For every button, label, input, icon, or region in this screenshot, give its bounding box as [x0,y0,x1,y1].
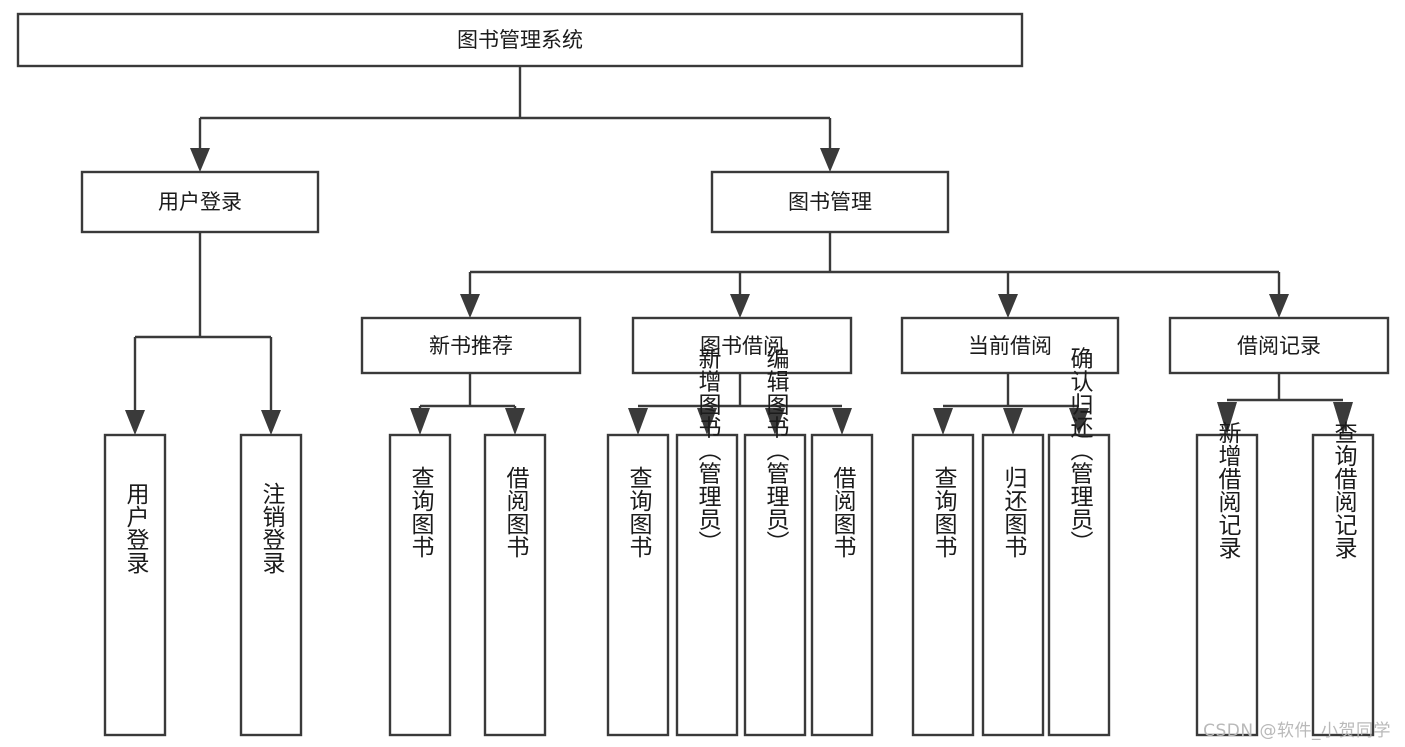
arrow-to-book-manage [820,148,840,172]
node-root[interactable]: 图书管理系统 [16,12,1024,68]
leaf-user-login-2-label: 注销登录 [258,482,286,574]
node-book-manage-label: 图书管理 [788,190,872,214]
arrow-borrow-record-leaf1 [1217,402,1237,435]
leaf-user-login-2-box[interactable] [239,433,303,737]
arrow-to-book-borrow [730,294,750,318]
leaf-book-borrow-1[interactable]: 查询图书 [606,433,670,737]
leaf-current-borrow-3[interactable]: 确认归还（管理员） [1047,347,1111,737]
leaf-borrow-record-2-box[interactable] [1311,433,1375,737]
arrow-new-book-leaf1 [410,408,430,435]
node-book-borrow[interactable]: 图书借阅 [631,316,853,375]
node-user-login-box[interactable] [80,170,320,234]
node-user-login-label: 用户登录 [158,190,242,214]
node-current-borrow-box[interactable] [900,316,1120,375]
node-new-book-recommend-label: 新书推荐 [429,334,513,358]
leaf-book-borrow-3[interactable]: 编辑图书（管理员） [743,347,807,737]
node-new-book-recommend-box[interactable] [360,316,582,375]
arrow-current-borrow-leaf2 [1003,408,1023,435]
arrow-user-login-leaf1 [125,410,145,435]
leaf-current-borrow-1-box[interactable] [911,433,975,737]
node-borrow-record[interactable]: 借阅记录 [1168,316,1390,375]
leaf-book-borrow-4-label: 借阅图书 [829,466,857,558]
arrow-to-borrow-record [1269,294,1289,318]
arrow-to-new-book [460,294,480,318]
connector-layer [125,66,1353,435]
leaf-book-borrow-1-label: 查询图书 [625,466,653,558]
node-borrow-record-label: 借阅记录 [1237,334,1321,358]
leaf-borrow-record-1[interactable]: 新增借阅记录 [1195,421,1259,737]
leaf-user-login-1[interactable]: 用户登录 [103,433,167,737]
leaf-user-login-1-label: 用户登录 [122,482,150,574]
arrow-current-borrow-leaf1 [933,408,953,435]
leaf-current-borrow-2[interactable]: 归还图书 [981,433,1045,737]
leaf-user-login-2[interactable]: 注销登录 [239,433,303,737]
leaf-book-borrow-1-box[interactable] [606,433,670,737]
leaf-book-borrow-4-box[interactable] [810,433,874,737]
arrow-book-borrow-leaf4 [832,408,852,435]
arrow-new-book-leaf2 [505,408,525,435]
leaf-book-borrow-4[interactable]: 借阅图书 [810,433,874,737]
arrow-book-borrow-leaf3 [765,408,785,435]
leaf-user-login-1-box[interactable] [103,433,167,737]
node-root-label: 图书管理系统 [457,28,583,52]
leaf-borrow-record-2[interactable]: 查询借阅记录 [1311,421,1375,737]
arrow-to-current-borrow [998,294,1018,318]
arrow-to-user-login [190,148,210,172]
leaf-book-borrow-3-box[interactable] [743,433,807,737]
leaf-borrow-record-2-label: 查询借阅记录 [1330,421,1358,559]
node-book-manage[interactable]: 图书管理 [710,170,950,234]
leaf-borrow-record-1-label: 新增借阅记录 [1214,421,1242,559]
leaf-book-borrow-3-label: 编辑图书（管理员） [762,347,790,554]
leaf-new-book-2[interactable]: 借阅图书 [483,433,547,737]
leaf-current-borrow-1-label: 查询图书 [930,466,958,558]
node-root-box[interactable] [16,12,1024,68]
node-current-borrow-label: 当前借阅 [968,334,1052,358]
leaf-current-borrow-2-label: 归还图书 [1000,466,1028,558]
arrow-book-borrow-leaf2 [697,408,717,435]
node-current-borrow[interactable]: 当前借阅 [900,316,1120,375]
arrow-book-borrow-leaf1 [628,408,648,435]
node-borrow-record-box[interactable] [1168,316,1390,375]
leaf-current-borrow-3-label: 确认归还（管理员） [1066,347,1094,554]
node-user-login[interactable]: 用户登录 [80,170,320,234]
leaf-current-borrow-3-box[interactable] [1047,433,1111,737]
leaf-new-book-1[interactable]: 查询图书 [388,433,452,737]
leaf-book-borrow-2[interactable]: 新增图书（管理员） [675,347,739,737]
leaf-new-book-1-label: 查询图书 [407,466,435,558]
node-book-borrow-label: 图书借阅 [700,334,784,358]
node-book-manage-box[interactable] [710,170,950,234]
leaf-current-borrow-2-box[interactable] [981,433,1045,737]
leaf-new-book-1-box[interactable] [388,433,452,737]
node-book-borrow-box[interactable] [631,316,853,375]
node-new-book-recommend[interactable]: 新书推荐 [360,316,582,375]
leaf-book-borrow-2-label: 新增图书（管理员） [694,347,722,554]
leaf-new-book-2-box[interactable] [483,433,547,737]
leaf-current-borrow-1[interactable]: 查询图书 [911,433,975,737]
arrow-user-login-leaf2 [261,410,281,435]
leaf-new-book-2-label: 借阅图书 [502,466,530,558]
leaf-book-borrow-2-box[interactable] [675,433,739,737]
arrow-borrow-record-leaf2 [1333,402,1353,435]
arrow-current-borrow-leaf3 [1069,408,1089,435]
leaf-borrow-record-1-box[interactable] [1195,433,1259,737]
